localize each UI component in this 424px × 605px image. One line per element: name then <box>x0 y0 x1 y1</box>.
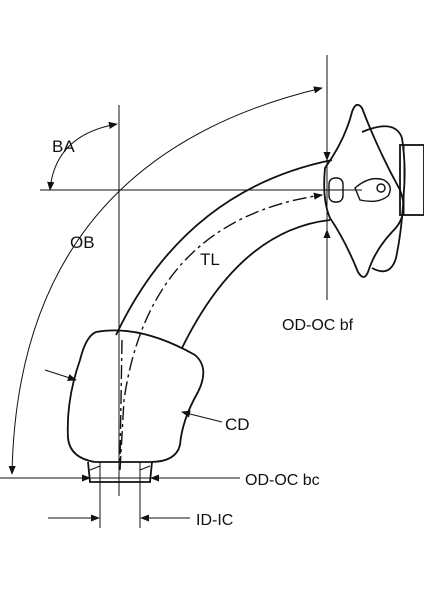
tip-hatch-left <box>89 465 101 471</box>
label-od-oc-bc: OD-OC bc <box>245 472 320 489</box>
label-cd: CD <box>225 415 250 434</box>
ba-arc <box>47 121 118 191</box>
label-id-ic: ID-IC <box>196 512 233 529</box>
ob-arc <box>8 86 323 475</box>
tube-centerline-in-cuff <box>119 339 123 463</box>
label-ob: OB <box>70 233 95 252</box>
flange-slot <box>328 177 344 203</box>
tube-centerline <box>119 192 323 471</box>
label-ba: BA <box>52 137 75 156</box>
flange-tab <box>354 177 391 203</box>
cuff <box>66 329 205 463</box>
flange-plate <box>323 103 405 278</box>
tube-tip <box>87 461 153 483</box>
label-od-oc-bf: OD-OC bf <box>282 317 354 334</box>
cd-arrow-right <box>181 410 223 423</box>
tip-hatch-right <box>139 465 151 471</box>
flange-tab-hole <box>376 183 386 193</box>
connector-body <box>399 144 424 216</box>
tube-inner-wall <box>181 219 331 349</box>
label-tl: TL <box>200 250 220 269</box>
tube-outer-wall <box>115 159 333 336</box>
cd-arrow-left <box>44 369 77 381</box>
